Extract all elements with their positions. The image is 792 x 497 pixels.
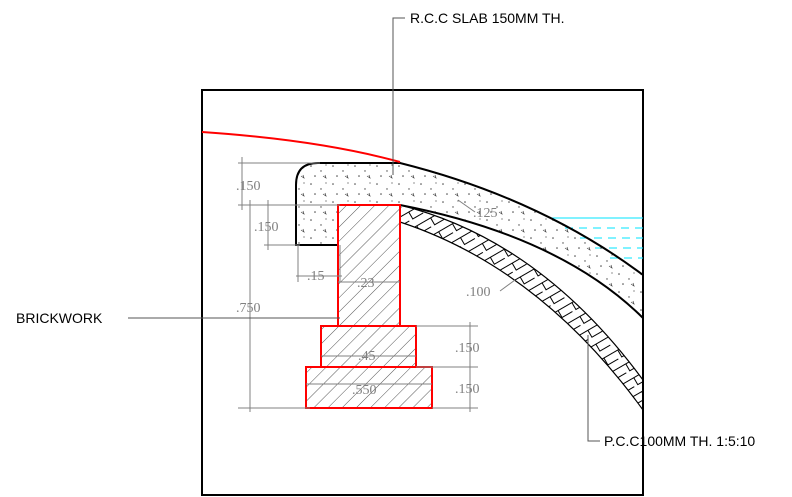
dim-150-top: .150 (236, 179, 261, 194)
dimension-lines (238, 157, 516, 412)
label-pcc: P.C.C100MM TH. 1:5:10 (604, 433, 755, 449)
brickwork-footing (305, 204, 433, 409)
dim-23: .23 (357, 276, 375, 291)
dim-150-step1: .150 (455, 341, 480, 356)
dim-45: .45 (358, 349, 376, 364)
arch-curve (202, 131, 401, 163)
leader-lines (128, 17, 600, 442)
pcc-layer (399, 204, 643, 412)
rcc-slab (295, 162, 643, 320)
dim-100: .100 (466, 285, 491, 300)
dim-125: .125 (473, 206, 498, 221)
dim-15: .15 (307, 269, 325, 284)
dim-150-mid: .150 (254, 220, 279, 235)
label-rcc-slab: R.C.C SLAB 150MM TH. (410, 10, 565, 26)
dim-150-step2: .150 (455, 382, 480, 397)
drawing-frame (201, 89, 644, 496)
dim-550: .550 (352, 383, 377, 398)
label-brickwork: BRICKWORK (16, 310, 103, 326)
dim-750: .750 (236, 301, 261, 316)
